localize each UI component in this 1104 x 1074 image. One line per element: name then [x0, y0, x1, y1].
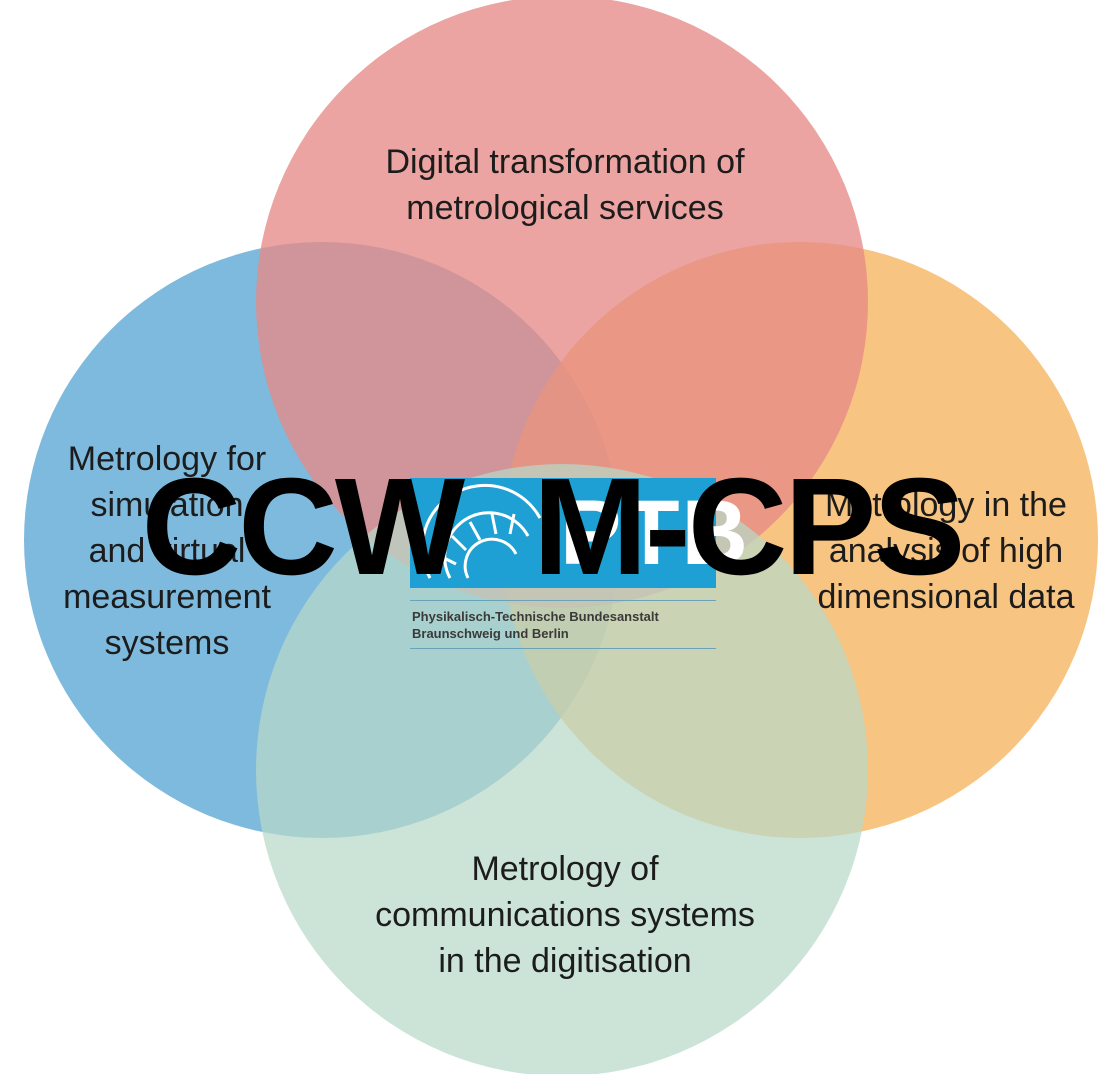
logo-divider-bottom — [410, 648, 716, 649]
label-right-circle: Metrology in the analysis of high dimens… — [817, 486, 1075, 616]
label-bottom-circle: Metrology of communications systems in t… — [375, 850, 755, 980]
circle-top — [256, 0, 868, 608]
label-top-circle: Digital transformation of metrological s… — [385, 143, 745, 227]
ptb-logo: PTB Physikalisch-Technische Bundesanstal… — [410, 478, 748, 654]
label-left-circle: Metrology for simulation and virtual mea… — [63, 440, 271, 662]
logo-divider-top — [410, 600, 716, 601]
ptb-letters: PTB — [560, 482, 750, 584]
ptb-eagle-icon — [420, 483, 542, 579]
ptb-logo-box: PTB — [410, 478, 748, 588]
circle-bottom — [256, 464, 868, 1074]
ptb-caption: Physikalisch-Technische Bundesanstalt Br… — [412, 609, 659, 641]
overlay-title: CCW M-CPS — [141, 450, 966, 604]
